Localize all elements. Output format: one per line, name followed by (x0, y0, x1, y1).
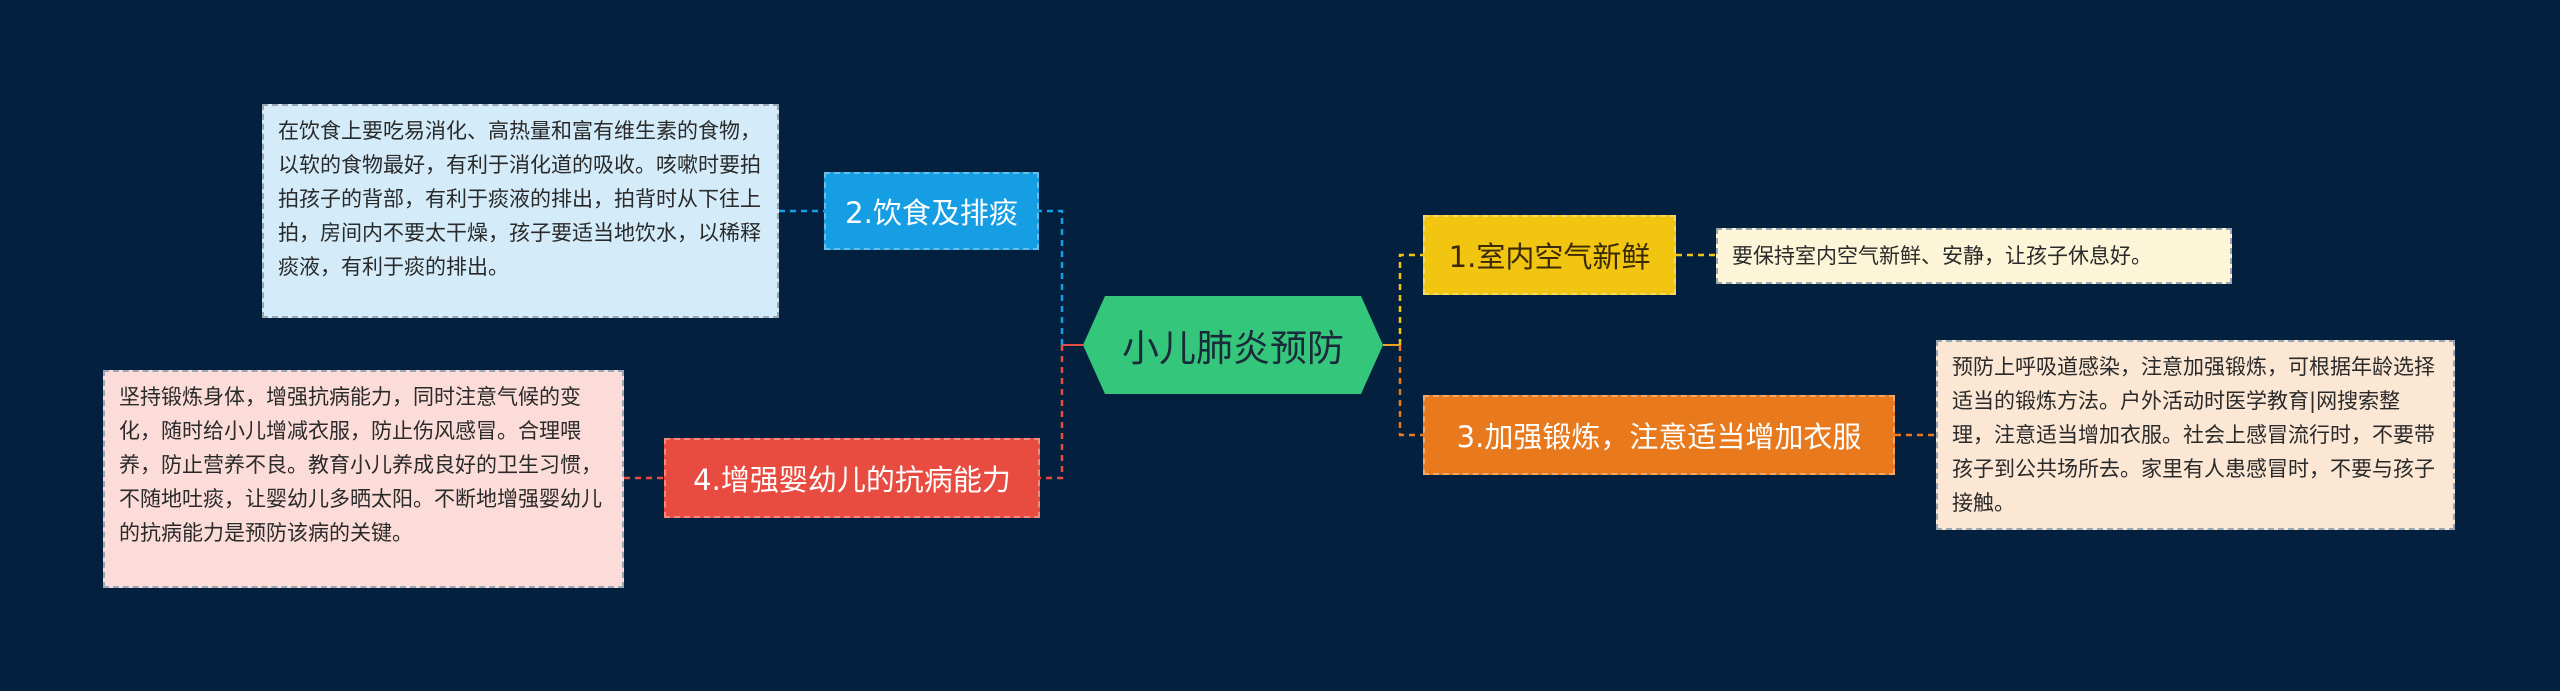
connector-right-bottom (1398, 345, 1423, 437)
central-topic[interactable]: 小儿肺炎预防 (1083, 296, 1383, 394)
branch-node-diet[interactable]: 2.饮食及排痰 (824, 172, 1039, 250)
branch-node-immunity[interactable]: 4.增强婴幼儿的抗病能力 (664, 438, 1040, 518)
connector-right-top (1398, 253, 1423, 345)
detail-text: 要保持室内空气新鲜、安静，让孩子休息好。 (1732, 244, 2152, 268)
branch-label: 4.增强婴幼儿的抗病能力 (693, 463, 1011, 497)
connector-left-top (1039, 209, 1064, 345)
detail-text: 坚持锻炼身体，增强抗病能力，同时注意气候的变化，随时给小儿增减衣服，防止伤风感冒… (119, 385, 602, 545)
branch-label: 2.饮食及排痰 (845, 196, 1018, 230)
branch-label: 3.加强锻炼，注意适当增加衣服 (1456, 420, 1862, 454)
detail-node-immunity[interactable]: 坚持锻炼身体，增强抗病能力，同时注意气候的变化，随时给小儿增减衣服，防止伤风感冒… (103, 370, 624, 588)
branch-label: 1.室内空气新鲜 (1448, 240, 1651, 274)
detail-node-exercise[interactable]: 预防上呼吸道感染，注意加强锻炼，可根据年龄选择适当的锻炼方法。户外活动时医学教育… (1936, 340, 2455, 530)
detail-node-diet[interactable]: 在饮食上要吃易消化、高热量和富有维生素的食物，以软的食物最好，有利于消化道的吸收… (262, 104, 779, 318)
connector-left-bottom (1040, 345, 1064, 480)
branch-node-air[interactable]: 1.室内空气新鲜 (1423, 215, 1676, 295)
central-topic-label: 小儿肺炎预防 (1122, 327, 1344, 370)
branch-node-exercise[interactable]: 3.加强锻炼，注意适当增加衣服 (1423, 395, 1895, 475)
detail-text: 预防上呼吸道感染，注意加强锻炼，可根据年龄选择适当的锻炼方法。户外活动时医学教育… (1952, 355, 2435, 515)
detail-text: 在饮食上要吃易消化、高热量和富有维生素的食物，以软的食物最好，有利于消化道的吸收… (278, 119, 761, 279)
detail-node-air[interactable]: 要保持室内空气新鲜、安静，让孩子休息好。 (1716, 228, 2232, 284)
